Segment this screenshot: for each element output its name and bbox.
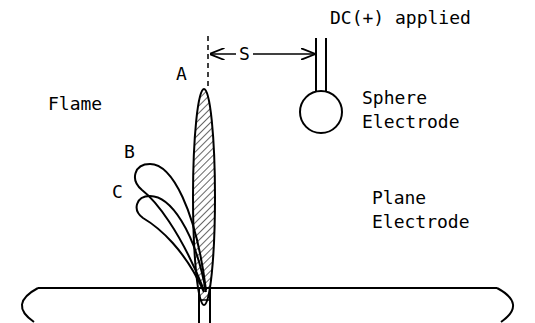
callout-letter: B [124,140,140,164]
dimension-arrow [253,53,314,55]
dimension-label: S [239,42,253,66]
dimension-arrow [211,53,236,55]
part-name: Plane Electrode [372,186,484,234]
burner-tube [199,299,210,301]
flame-a [193,89,215,305]
sphere-electrode [300,91,342,133]
callout-letter: C [112,180,128,204]
electrode-rod [325,38,327,92]
plane-electrode [38,287,497,289]
part-name: Flame [48,92,128,116]
callout-letter: A [176,62,192,86]
reference-line [207,36,209,86]
burner-tube [209,288,211,323]
burner-tube [198,288,200,323]
electrode-rod [315,38,317,92]
plane-electrode-edge [22,288,38,322]
plane-electrode-edge [497,288,513,322]
voltage-label: DC(+) applied [330,6,520,30]
part-name: Sphere Electrode [362,86,474,134]
